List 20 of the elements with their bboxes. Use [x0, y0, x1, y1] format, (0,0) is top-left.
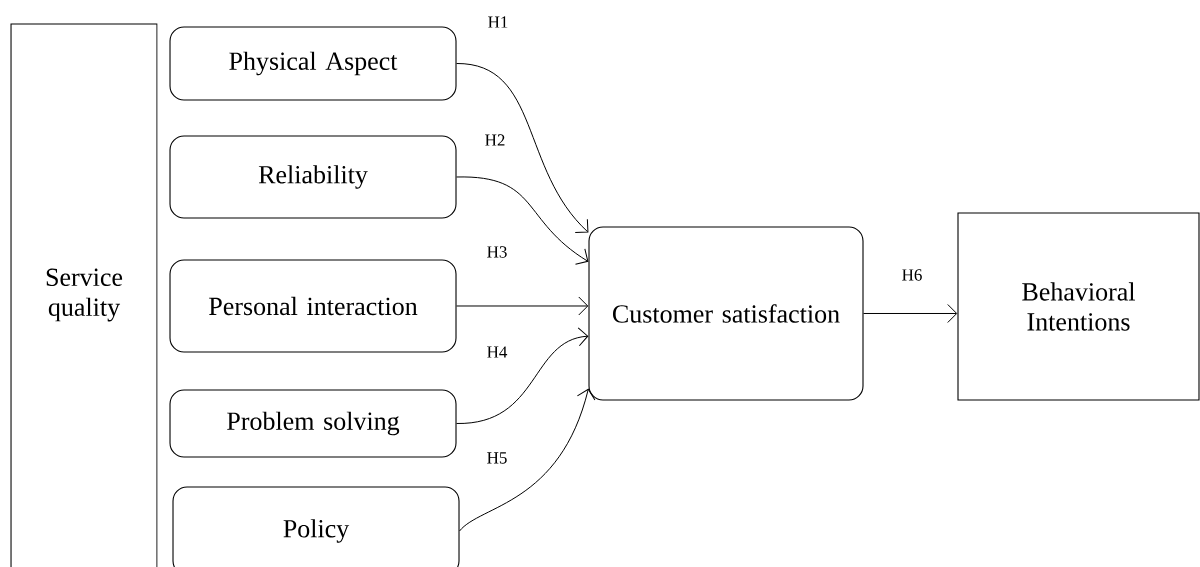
- arrow: [456, 296, 589, 316]
- process-box: Reliability: [169, 135, 457, 219]
- arrow: [456, 176, 589, 265]
- process-box: Physical Aspect: [169, 26, 457, 101]
- arrow: [456, 63, 589, 234]
- edge-label: H1: [486, 15, 510, 29]
- edge-label: H5: [485, 451, 509, 465]
- edge-label: H2: [483, 133, 507, 147]
- process-box: Problem solving: [169, 389, 457, 458]
- edge-label: H4: [485, 345, 509, 359]
- process-box: Behavioral Intentions: [957, 212, 1200, 401]
- edge-label: H6: [900, 268, 924, 282]
- arrow: [456, 327, 589, 424]
- process-box: Personal interaction: [169, 259, 457, 353]
- process-box: Policy: [172, 486, 460, 567]
- category-box: Service quality: [10, 23, 158, 567]
- arrow: [459, 388, 596, 532]
- arrow: [863, 304, 958, 323]
- edge-label: H3: [485, 245, 509, 259]
- process-box: Customer satisfaction: [588, 226, 864, 401]
